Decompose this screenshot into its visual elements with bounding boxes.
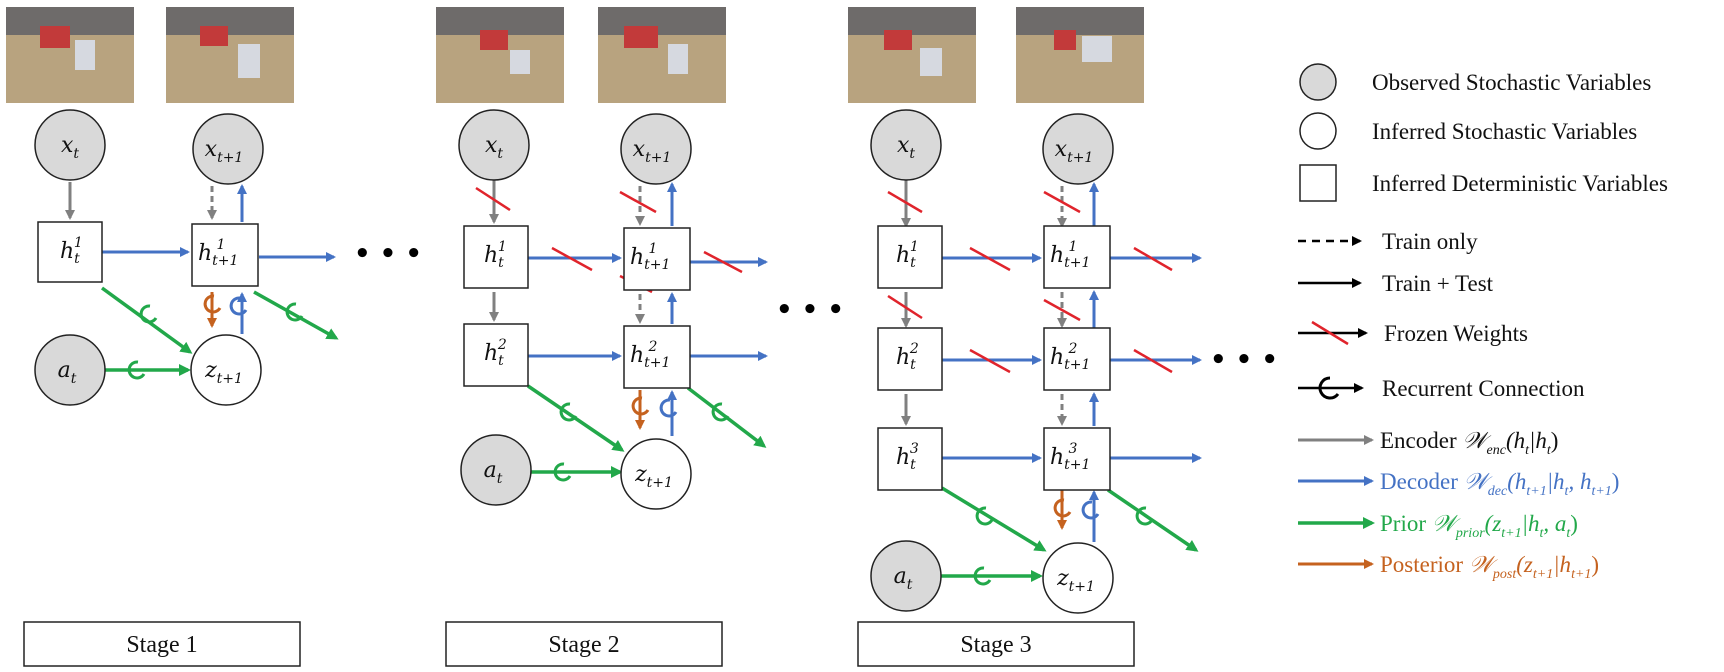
- legend-train-only-label: Train only: [1382, 229, 1478, 254]
- node-label-x-t1: xt+1: [205, 137, 244, 166]
- recurrent-icon: [1135, 506, 1154, 526]
- node-label-a-t: at: [894, 564, 913, 593]
- legend-decoder-label: Decoder 𝒲dec(ht+1|ht, ht+1): [1380, 469, 1619, 499]
- node-label-x-t: xt: [897, 133, 915, 162]
- deterministic-node-h1-t: [463, 225, 529, 289]
- legend-posterior-label: Posterior 𝒲post(zt+1|ht+1): [1380, 552, 1599, 582]
- photo-stage2-t1: [598, 7, 726, 103]
- observed-node-a-t: [34, 334, 106, 406]
- node-label-h1-t: ht1: [484, 239, 507, 271]
- observed-node-a-t: [870, 540, 942, 612]
- deterministic-node-h1-t: [37, 221, 103, 283]
- legend-observed-label: Observed Stochastic Variables: [1372, 70, 1651, 95]
- node-label-h2-t1: ht+12: [1050, 341, 1090, 373]
- node-label-z2: zt+1: [634, 462, 673, 491]
- deterministic-node-h3-t1: [1043, 427, 1111, 491]
- legend-inferred-stochastic-icon: [1299, 112, 1337, 150]
- observed-node-x-t: [870, 109, 942, 181]
- stage-3-box: [857, 621, 1135, 667]
- node-label-h2-t: ht2: [896, 341, 919, 373]
- node-label-h3-t1: ht+13: [1050, 441, 1090, 473]
- node-label-x-t: xt: [61, 133, 79, 162]
- photo-stage2-t: [436, 7, 564, 103]
- node-label-z1: zt+1: [204, 358, 243, 387]
- node-label-h2-t1: ht+12: [630, 339, 670, 371]
- node-label-h1-t1: ht+11: [630, 241, 670, 273]
- node-label-h1-t: ht1: [896, 239, 919, 271]
- node-label-h1-t: ht1: [60, 235, 83, 267]
- legend-prior-label: Prior 𝒲prior(zt+1|ht, at): [1380, 511, 1578, 541]
- stage-2-box: [445, 621, 723, 667]
- stage-3-label: Stage 3: [960, 632, 1031, 658]
- node-label-x-t1: xt+1: [1055, 137, 1094, 166]
- node-label-a-t: at: [484, 458, 503, 487]
- stage-1-box: [23, 621, 301, 667]
- recurrent-icon: [975, 506, 994, 526]
- legend-recurrent-label: Recurrent Connection: [1382, 376, 1585, 401]
- recurrent-icon: [285, 302, 304, 322]
- inferred-node-z2: [620, 438, 692, 510]
- photo-stage1-t: [6, 7, 134, 103]
- recurrent-icon: [127, 360, 146, 380]
- observed-node-x-t1: [620, 113, 692, 185]
- legend-train-test-label: Train + Test: [1382, 271, 1494, 296]
- recurrent-icon: [711, 402, 730, 422]
- legend-observed-icon: [1299, 63, 1337, 101]
- observed-node-a-t: [460, 434, 532, 506]
- stage-1: • • • xt xt+1 ht1 ht+11 at zt+1: [34, 109, 422, 406]
- recurrent-icon: [659, 398, 678, 418]
- photo-stage3-t1: [1016, 7, 1144, 103]
- deterministic-node-h2-t: [877, 327, 943, 391]
- legend-frozen-slash-icon: [1311, 320, 1349, 346]
- observed-node-x-t: [34, 109, 106, 181]
- stage-2-label: Stage 2: [548, 632, 619, 658]
- continuation-dots: • • •: [776, 295, 844, 325]
- deterministic-node-h2-t1: [1043, 327, 1111, 391]
- recurrent-icon: [139, 304, 158, 324]
- recurrent-icon: [631, 396, 650, 416]
- deterministic-node-h1-t: [877, 225, 943, 289]
- legend: Observed Stochastic Variables Inferred S…: [1298, 63, 1668, 582]
- legend-inferred-stochastic-label: Inferred Stochastic Variables: [1372, 119, 1637, 144]
- inferred-node-z3: [1042, 542, 1114, 614]
- stage-3: • • • xt xt+1 ht1 ht+11 ht2 ht+12 ht3 ht…: [870, 109, 1278, 614]
- recurrent-icon: [203, 294, 222, 314]
- observed-node-x-t: [458, 109, 530, 181]
- node-label-h1-t1: ht+11: [1050, 239, 1090, 271]
- photo-stage1-t1: [166, 7, 294, 103]
- stage-2: • • • xt xt+1 ht1 ht+11 ht2 ht+12 at zt+…: [458, 109, 844, 510]
- deterministic-node-h1-t1: [191, 223, 259, 287]
- recurrent-icon: [1318, 376, 1340, 400]
- recurrent-icon: [229, 296, 248, 316]
- stage-1-label: Stage 1: [126, 632, 197, 658]
- node-label-h3-t: ht3: [896, 441, 919, 473]
- node-label-z3: zt+1: [1056, 566, 1095, 595]
- node-label-a-t: at: [58, 358, 77, 387]
- legend-deterministic-icon: [1299, 164, 1337, 202]
- photo-stage3-t: [848, 7, 976, 103]
- recurrent-icon: [553, 462, 572, 482]
- node-label-x-t: xt: [485, 133, 503, 162]
- deterministic-node-h1-t1: [1043, 225, 1111, 289]
- node-label-x-t1: xt+1: [633, 137, 672, 166]
- legend-encoder-label: Encoder 𝒲enc(ht|ht): [1380, 428, 1558, 458]
- observed-node-x-t1: [192, 113, 264, 185]
- deterministic-node-h2-t1: [623, 325, 691, 389]
- observed-node-x-t1: [1042, 113, 1114, 185]
- legend-deterministic-label: Inferred Deterministic Variables: [1372, 171, 1668, 196]
- recurrent-icon: [973, 566, 992, 586]
- continuation-dots: • • •: [1210, 345, 1278, 375]
- recurrent-icon: [1081, 500, 1100, 520]
- recurrent-icon: [1053, 498, 1072, 518]
- continuation-dots: • • •: [354, 239, 422, 269]
- deterministic-node-h3-t: [877, 427, 943, 491]
- node-label-h1-t1: ht+11: [198, 237, 238, 269]
- recurrent-icon: [559, 402, 578, 422]
- deterministic-node-h1-t1: [623, 227, 691, 291]
- inferred-node-z1: [190, 334, 262, 406]
- deterministic-node-h2-t: [463, 323, 529, 387]
- legend-frozen-label: Frozen Weights: [1384, 321, 1528, 346]
- node-label-h2-t: ht2: [484, 337, 507, 369]
